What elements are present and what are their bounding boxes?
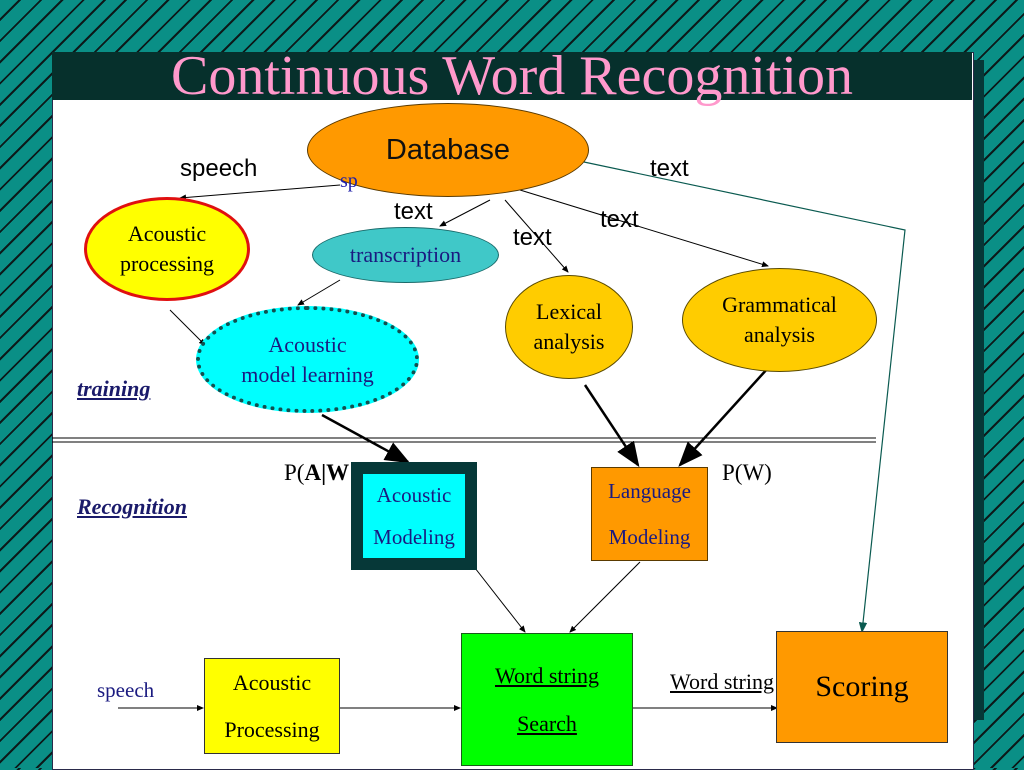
ap-recognition-line2: Processing bbox=[224, 716, 320, 742]
arrow-lexical-to-language-modeling bbox=[583, 384, 640, 468]
scoring-label: Scoring bbox=[815, 670, 909, 703]
acoustic-processing-line2: processing bbox=[119, 251, 215, 276]
lexical-line2: analysis bbox=[533, 329, 605, 354]
text-label-4: text bbox=[650, 155, 689, 182]
acoustic-model-learning-node: Acoustic model learning bbox=[196, 306, 419, 413]
grammatical-analysis-node: Grammatical analysis bbox=[682, 268, 877, 372]
word-string-search-line1: Word string bbox=[495, 662, 599, 688]
transcription-node: transcription bbox=[312, 227, 499, 283]
word-string-search-node: Word string Search bbox=[461, 633, 633, 766]
text-label-3: text bbox=[600, 206, 639, 233]
acoustic-processing-training-node: Acoustic processing bbox=[84, 197, 250, 301]
p-w-label: P(W) bbox=[722, 460, 772, 485]
language-modeling-line2: Modeling bbox=[608, 524, 691, 549]
arrow-lm-to-search bbox=[569, 561, 641, 633]
speech-label-training: speech bbox=[180, 155, 258, 182]
arrow-ap-to-aml bbox=[169, 309, 206, 346]
acoustic-modeling-line2: Modeling bbox=[373, 524, 455, 549]
arrow-db-to-lexical bbox=[504, 199, 569, 273]
transcription-label: transcription bbox=[349, 242, 462, 267]
p-aw-prefix: P( bbox=[284, 460, 305, 485]
arrow-transcription-to-aml bbox=[297, 279, 341, 306]
word-string-search-line2: Search bbox=[517, 710, 577, 736]
p-aw-bold: A|W bbox=[304, 460, 350, 485]
acoustic-modeling-line1: Acoustic bbox=[376, 482, 452, 507]
arrow-am-to-search bbox=[474, 567, 526, 633]
speech-input-label: speech bbox=[97, 678, 155, 702]
arrow-db-to-scoring bbox=[583, 161, 906, 634]
acoustic-modeling-inner: Acoustic Modeling bbox=[363, 474, 465, 558]
recognition-section-label: Recognition bbox=[77, 494, 188, 519]
database-node: Database bbox=[307, 103, 589, 197]
acoustic-processing-line1: Acoustic bbox=[127, 221, 207, 246]
aml-line2: model learning bbox=[241, 361, 374, 387]
grammatical-line2: analysis bbox=[744, 322, 815, 347]
lexical-analysis-node: Lexical analysis bbox=[505, 275, 633, 379]
acoustic-processing-recognition-node: Acoustic Processing bbox=[204, 658, 340, 754]
text-label-1: text bbox=[394, 198, 433, 225]
p-a-given-w-label: P(A|W bbox=[284, 460, 349, 486]
scoring-node: Scoring bbox=[776, 631, 948, 743]
training-section-label: training bbox=[77, 376, 151, 401]
word-string-output-label: Word string bbox=[670, 669, 774, 694]
aml-line1: Acoustic bbox=[268, 331, 347, 357]
speech-label-partial: sp bbox=[340, 170, 358, 192]
arrow-db-to-acoustic-processing bbox=[179, 184, 341, 201]
text-label-2: text bbox=[513, 224, 552, 251]
grammatical-line1: Grammatical bbox=[722, 292, 837, 317]
ap-recognition-line1: Acoustic bbox=[232, 669, 312, 695]
arrow-grammatical-to-language-modeling bbox=[678, 367, 769, 467]
arrow-db-to-transcription bbox=[439, 199, 491, 227]
slide-title: Continuous Word Recognition bbox=[170, 45, 853, 107]
lexical-line1: Lexical bbox=[536, 299, 602, 324]
language-modeling-line1: Language bbox=[608, 478, 691, 503]
title-band bbox=[52, 52, 972, 100]
arrow-db-to-grammatical bbox=[519, 189, 769, 268]
acoustic-modeling-node: Acoustic Modeling bbox=[351, 462, 477, 570]
language-modeling-node: Language Modeling bbox=[591, 467, 708, 561]
database-label: Database bbox=[385, 134, 511, 166]
